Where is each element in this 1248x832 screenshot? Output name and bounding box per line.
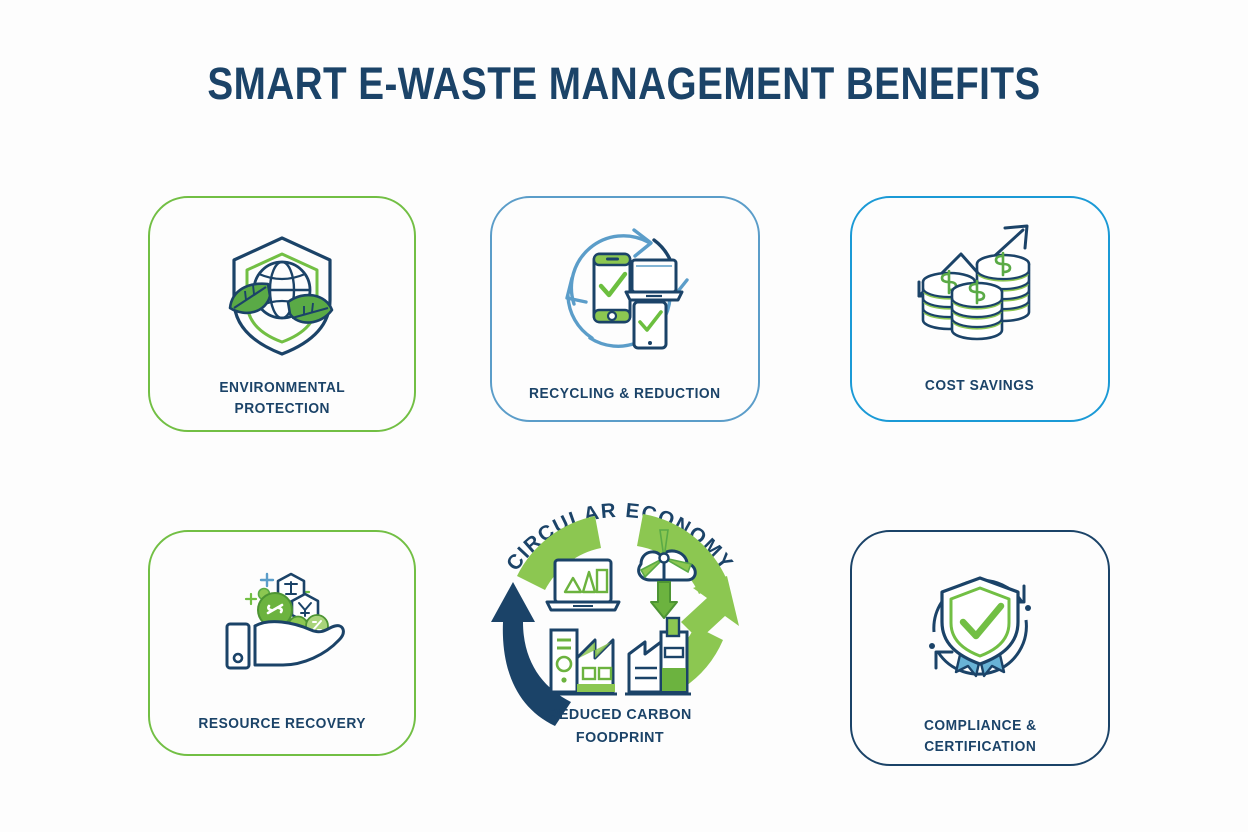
hand-with-materials-icon xyxy=(207,560,357,680)
card-label-compliance-certification: Compliance & Certification xyxy=(923,718,1037,756)
factory-server-icon xyxy=(547,628,617,696)
laptop-bar-chart-icon xyxy=(545,558,621,612)
wind-turbine-cloud-icon xyxy=(637,529,697,619)
shield-check-badge-icon xyxy=(910,558,1050,694)
card-label-resource-recovery: Resource Recovery xyxy=(198,716,366,732)
card-label-cost-savings: Cost Savings xyxy=(925,378,1035,394)
card-compliance-certification[interactable]: Compliance & Certification xyxy=(850,530,1110,766)
shield-globe-leaves-icon xyxy=(212,224,352,364)
recycle-devices-icon xyxy=(550,218,700,358)
arrow-head-clockwise xyxy=(681,576,739,640)
card-cost-savings[interactable]: Cost Savings xyxy=(850,196,1110,422)
circular-economy-caption: Reduced Carbon Foodprint xyxy=(548,706,692,746)
circular-economy-diagram: CIRCULAR ECONOMY xyxy=(455,472,785,772)
card-resource-recovery[interactable]: Resource Recovery xyxy=(148,530,416,756)
card-label-environmental-protection: Environmental Protection xyxy=(219,380,345,418)
arrow-segment-top-left xyxy=(517,516,601,590)
page-title: Smart E-Waste Management Benefits xyxy=(207,58,1041,109)
card-label-recycling-reduction: Recycling & Reduction xyxy=(529,386,721,402)
factory-building-icon xyxy=(625,616,691,696)
card-recycling-reduction[interactable]: Recycling & Reduction xyxy=(490,196,760,422)
card-environmental-protection[interactable]: Environmental Protection xyxy=(148,196,416,432)
coin-stacks-growth-arrow-icon xyxy=(905,220,1055,350)
